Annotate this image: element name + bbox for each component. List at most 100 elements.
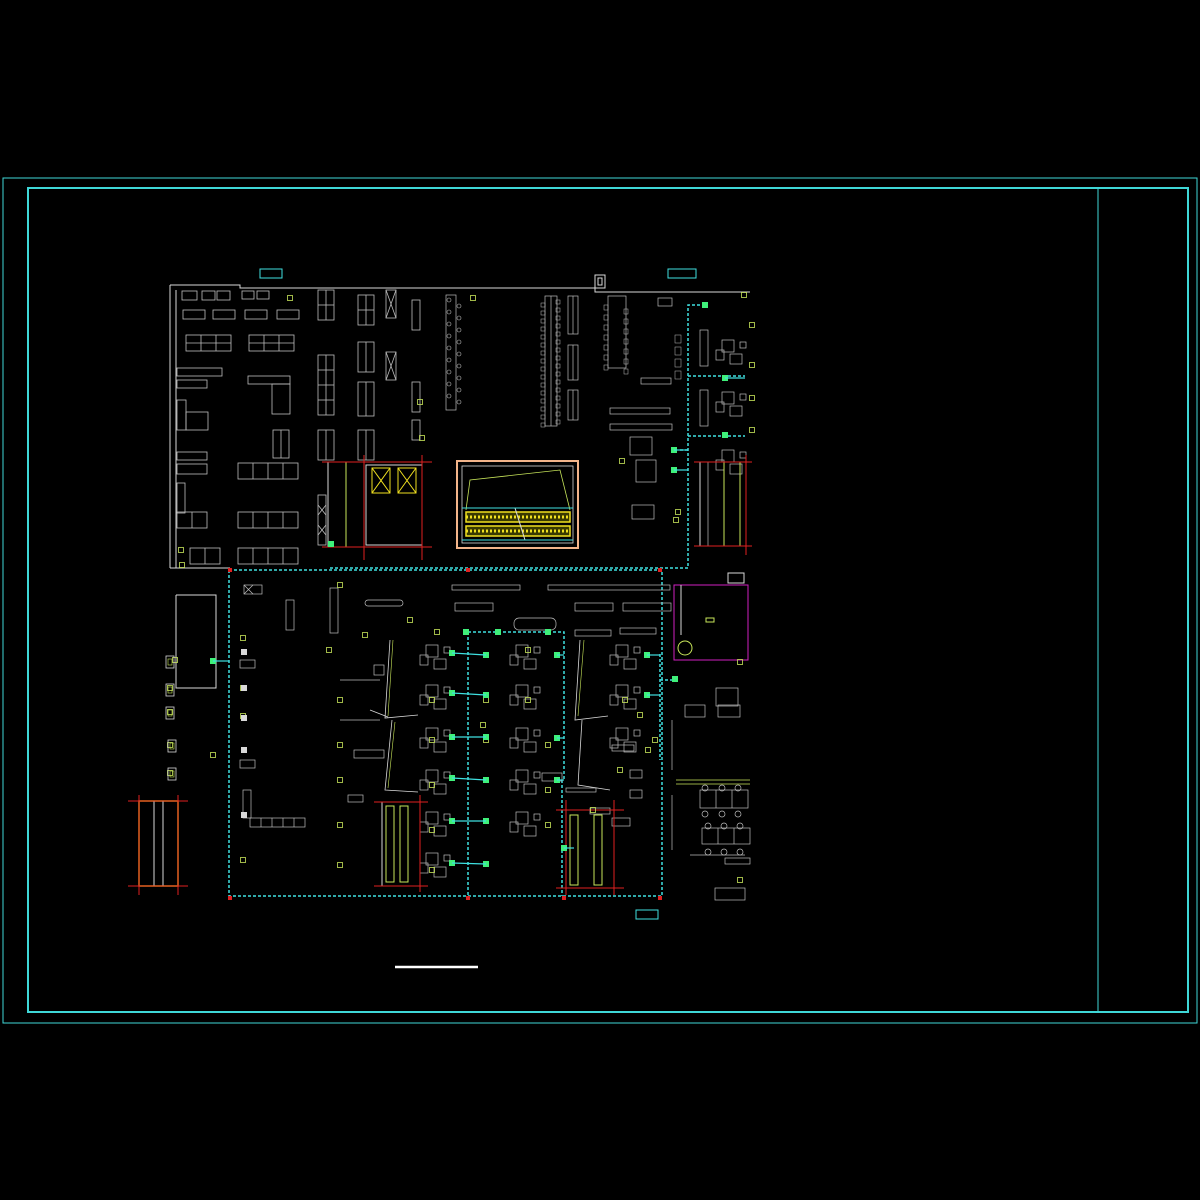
square-node-icon <box>702 302 708 308</box>
junction-icon <box>241 747 247 753</box>
network-nodes <box>210 302 745 867</box>
central-cores <box>322 455 432 560</box>
left-stair <box>128 795 188 895</box>
workstation <box>419 779 429 791</box>
small-device-icon <box>172 657 178 663</box>
seat <box>555 403 561 409</box>
workstation <box>609 737 619 749</box>
tag-icon-inner <box>167 709 173 717</box>
label-tab-3 <box>635 909 659 920</box>
junction-icon <box>241 812 247 818</box>
workstation <box>425 727 439 741</box>
corner-symbol-inner <box>597 277 603 286</box>
small-device-icon <box>326 647 332 653</box>
small-device-icon <box>545 822 551 828</box>
rack-ring <box>456 387 462 393</box>
cable-stub <box>451 862 487 865</box>
workstation <box>509 821 519 833</box>
rack-ring <box>456 327 462 333</box>
junction-icon <box>241 685 247 691</box>
workstation <box>615 684 629 698</box>
seat <box>555 299 561 305</box>
tag-icon <box>165 655 175 669</box>
chair <box>533 771 541 779</box>
rack-ring <box>456 351 462 357</box>
rack-ring <box>456 375 462 381</box>
rack-ring <box>446 393 452 399</box>
small-device-icon <box>749 395 755 401</box>
workstation <box>419 694 429 706</box>
seat <box>674 334 682 344</box>
right-meeting-room <box>673 572 749 661</box>
lower-floor-outline <box>228 569 663 897</box>
small-device-icon <box>240 857 246 863</box>
small-device-icon <box>675 509 681 515</box>
workstation <box>523 698 537 710</box>
workstation <box>509 779 519 791</box>
small-device-icon <box>210 752 216 758</box>
small-device-icon <box>545 787 551 793</box>
small-device-icon <box>419 435 425 441</box>
workstation <box>615 727 629 741</box>
seat <box>623 368 629 375</box>
workstation <box>425 769 439 783</box>
corner-symbol <box>594 274 606 289</box>
small-device-icon <box>741 292 747 298</box>
small-device-icon <box>362 632 368 638</box>
workstation <box>419 654 429 666</box>
small-device-icon <box>525 697 531 703</box>
small-device-icon <box>749 362 755 368</box>
cable-stub <box>451 692 487 696</box>
small-device-icon <box>429 867 435 873</box>
small-device-icon <box>470 295 476 301</box>
left-annex <box>175 594 217 689</box>
small-device-icon <box>737 659 743 665</box>
chair <box>533 646 541 654</box>
upper-left-furniture <box>176 289 421 565</box>
seat <box>555 315 561 321</box>
small-device-icon <box>619 458 625 464</box>
tag-icon <box>167 767 177 781</box>
atrium-outer <box>456 460 579 549</box>
small-device-icon <box>434 629 440 635</box>
small-device-icon <box>622 697 628 703</box>
inner-frame <box>27 187 1189 1013</box>
chair <box>718 810 726 818</box>
small-device-icon <box>429 827 435 833</box>
workstation <box>715 349 725 361</box>
rack-ring <box>446 381 452 387</box>
small-device-icon <box>337 697 343 703</box>
seat <box>555 419 561 425</box>
square-node-icon <box>328 541 334 547</box>
workstation <box>623 658 637 670</box>
chair <box>633 646 641 654</box>
small-device-icon <box>178 547 184 553</box>
structural-column-icon <box>658 896 662 900</box>
lower-floor-interior <box>239 584 672 828</box>
chair <box>443 813 451 821</box>
chair <box>704 822 712 830</box>
partitions-green <box>387 639 585 789</box>
workstation <box>433 658 447 670</box>
rack-ring <box>446 333 452 339</box>
workstation <box>515 644 529 658</box>
chair <box>633 686 641 694</box>
small-device-icon <box>545 742 551 748</box>
workstation-clusters <box>419 339 747 878</box>
tag-icon-inner <box>169 770 175 778</box>
structural-column-icon <box>228 896 232 900</box>
seat <box>555 355 561 361</box>
right-side-furniture <box>671 687 751 901</box>
structural-column-icon <box>466 568 470 572</box>
chair <box>718 784 726 792</box>
small-device-icon <box>240 635 246 641</box>
workstation <box>615 644 629 658</box>
rack-ring <box>456 315 462 321</box>
workstation <box>419 737 429 749</box>
rack-ring <box>446 369 452 375</box>
seat <box>674 346 682 356</box>
workstation <box>523 658 537 670</box>
chair <box>633 729 641 737</box>
workstation <box>425 644 439 658</box>
